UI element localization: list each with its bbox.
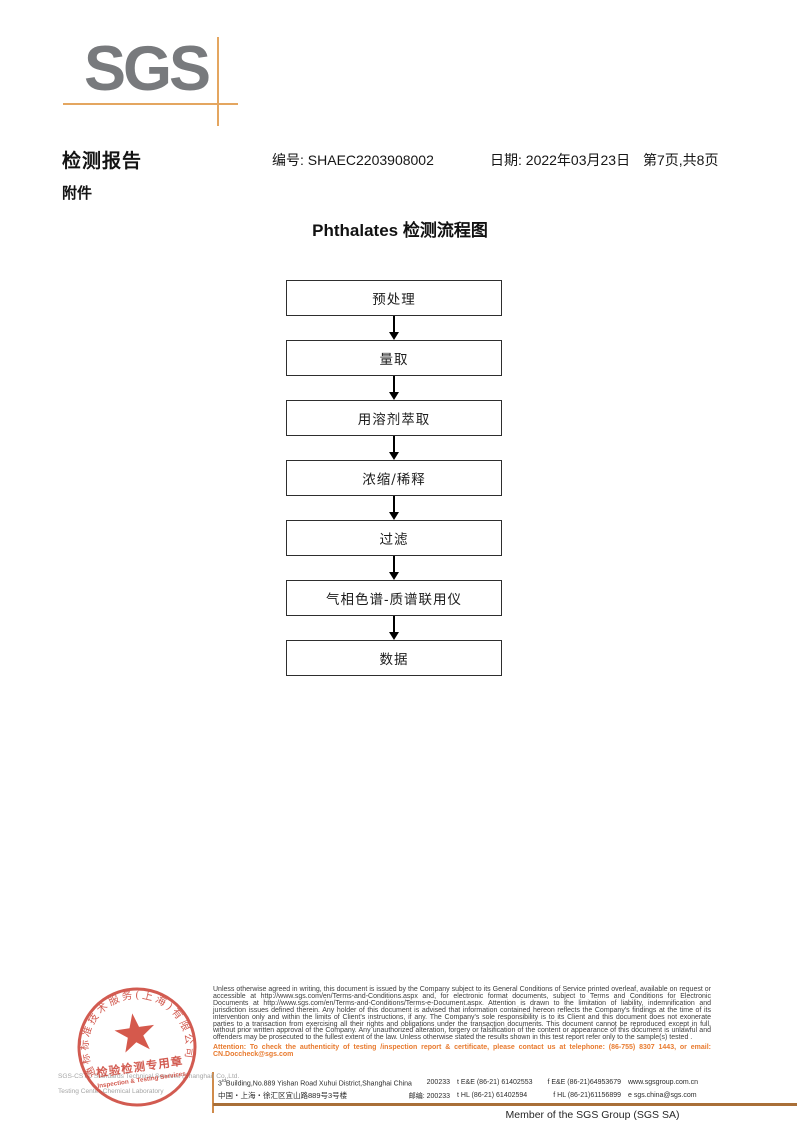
- flowchart-step-gcms: 气相色谱-质谱联用仪: [286, 580, 502, 616]
- footer-rule: [213, 1103, 797, 1106]
- arrow-down-icon: [286, 556, 502, 580]
- company-name-en: SGS-CSTC Standards Technical Services (S…: [58, 1073, 240, 1080]
- flowchart-step-solvent-extraction: 用溶剂萃取: [286, 400, 502, 436]
- flowchart: 预处理 量取 用溶剂萃取 浓缩/稀释 过滤 气相色谱-质谱联用仪 数据: [286, 280, 502, 676]
- report-title: 检测报告: [62, 151, 143, 172]
- logo-horizontal-line: [63, 103, 238, 105]
- page-indicator: 第7页,共8页: [643, 152, 719, 168]
- footer-crosshair-vline: [212, 1072, 214, 1113]
- report-date-label: 日期:: [490, 152, 522, 168]
- flowchart-step-measure: 量取: [286, 340, 502, 376]
- arrow-down-icon: [286, 316, 502, 340]
- arrow-down-icon: [286, 376, 502, 400]
- arrow-down-icon: [286, 616, 502, 640]
- tel-hl: t HL (86-21) 61402594: [457, 1092, 528, 1099]
- address-column: 3rdBuilding,No.889 Yishan Road Xuhui Dis…: [218, 1076, 450, 1102]
- report-number-label: 编号:: [272, 152, 304, 168]
- report-date: 日期: 2022年03月23日: [490, 150, 630, 170]
- sgs-logo: SGS: [84, 34, 211, 104]
- phone-column: t E&E (86-21) 61402553 f E&E (86-21)6495…: [457, 1076, 621, 1102]
- inspection-stamp: 通标标准技术服务(上海)有限公司 检验检测专用章 Inspection & Te…: [71, 981, 198, 1107]
- address-cn: 中国・上海・徐汇区宜山路889号3号楼: [218, 1091, 348, 1100]
- attention-text: Attention: To check the authenticity of …: [213, 1044, 711, 1059]
- attachment-label: 附件: [62, 185, 93, 202]
- email: e sgs.china@sgs.com: [628, 1092, 697, 1099]
- website: www.sgsgroup.com.cn: [628, 1079, 699, 1086]
- flowchart-step-concentrate-dilute: 浓缩/稀释: [286, 460, 502, 496]
- fax-hl: f HL (86-21)61156899: [553, 1092, 621, 1099]
- flowchart-step-data: 数据: [286, 640, 502, 676]
- flowchart-step-filter: 过滤: [286, 520, 502, 556]
- web-column: www.sgsgroup.com.cn e sgs.china@sgs.com: [628, 1076, 748, 1102]
- phone-row-1: t E&E (86-21) 61402553 f E&E (86-21)6495…: [457, 1076, 621, 1089]
- sgs-member-note: Member of the SGS Group (SGS SA): [505, 1109, 680, 1121]
- disclaimer-text: Unless otherwise agreed in writing, this…: [213, 986, 711, 1042]
- address-en: 3rdBuilding,No.889 Yishan Road Xuhui Dis…: [218, 1077, 412, 1088]
- postcode-en: 200233: [426, 1079, 450, 1086]
- logo-vertical-line: [217, 37, 219, 126]
- report-date-value: 2022年03月23日: [525, 152, 631, 168]
- phone-row-2: t HL (86-21) 61402594 f HL (86-21)611568…: [457, 1089, 621, 1102]
- stamp-star-icon: [114, 1013, 155, 1053]
- address-en-row: 3rdBuilding,No.889 Yishan Road Xuhui Dis…: [218, 1076, 450, 1089]
- arrow-down-icon: [286, 436, 502, 460]
- report-number-value: SHAEC2203908002: [307, 152, 434, 168]
- stamp-circle: [77, 987, 197, 1107]
- report-number: 编号: SHAEC2203908002: [272, 150, 434, 170]
- flowchart-title: Phthalates 检测流程图: [312, 221, 488, 240]
- legal-footer: Unless otherwise agreed in writing, this…: [213, 986, 711, 1059]
- address-cn-row: 中国・上海・徐汇区宜山路889号3号楼 邮编: 200233: [218, 1089, 450, 1102]
- company-lab-en: Testing Center-Chemical Laboratory: [58, 1088, 164, 1095]
- arrow-down-icon: [286, 496, 502, 520]
- flowchart-step-pretreatment: 预处理: [286, 280, 502, 316]
- fax-ee: f E&E (86-21)64953679: [547, 1079, 621, 1086]
- tel-ee: t E&E (86-21) 61402553: [457, 1079, 533, 1086]
- postcode-cn: 邮编: 200233: [408, 1092, 450, 1100]
